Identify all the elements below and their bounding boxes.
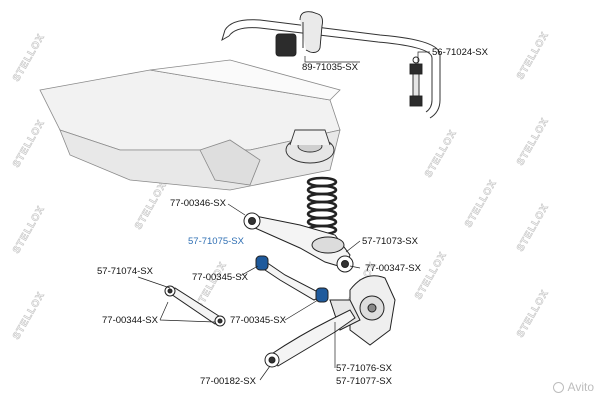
watermark-text: STELLOX [413, 250, 449, 302]
avito-logo-icon [552, 381, 564, 393]
callout-77-00347: 77-00347-SX [365, 263, 422, 274]
trailing-arm [264, 309, 356, 368]
watermark-text: STELLOX [515, 202, 551, 254]
callout-77-00346: 77-00346-SX [170, 198, 227, 209]
leader-line [304, 56, 360, 63]
watermark-text: STELLOX [515, 30, 551, 82]
leader-line [227, 203, 246, 216]
watermark-text: STELLOX [463, 178, 499, 230]
leader-lines [137, 51, 430, 381]
watermark-text: STELLOX [11, 204, 47, 256]
watermark-text: STELLOX [133, 180, 169, 232]
leader-line [159, 301, 216, 323]
stabilizer-bar [221, 19, 441, 119]
lateral-link-lower [164, 285, 226, 327]
callout-57-71073: 57-71073-SX [362, 236, 419, 247]
rear-knuckle [329, 275, 396, 346]
rear-subframe [39, 59, 341, 191]
callout-89-71035: 89-71035-SX [302, 62, 359, 73]
leader-line [349, 265, 361, 269]
watermark-text: STELLOX [515, 288, 551, 340]
callout-57-71076: 57-71076-SX [336, 363, 393, 374]
watermark-text: STELLOX [11, 290, 47, 342]
callout-57-71075: 57-71075-SX [188, 236, 245, 247]
watermark-text: STELLOX [515, 116, 551, 168]
watermark-text: STELLOX [11, 118, 47, 170]
stabilizer-link [409, 56, 423, 107]
leader-line [284, 299, 319, 321]
spring-seat [285, 129, 335, 164]
callout-57-71074: 57-71074-SX [97, 266, 154, 277]
leader-line [345, 240, 361, 253]
avito-watermark-text: Avito [567, 380, 594, 394]
lower-control-arm [243, 212, 354, 273]
watermark-text: STELLOX [423, 128, 459, 180]
callout-77-00344: 77-00344-SX [102, 315, 159, 326]
callout-77-00182: 77-00182-SX [200, 376, 257, 387]
leader-line [239, 265, 259, 277]
leader-line [417, 51, 430, 64]
part-callouts: 89-71035-SX 56-71024-SX 77-00346-SX 57-7… [97, 47, 489, 387]
callout-77-00345-lower: 77-00345-SX [230, 315, 287, 326]
coil-spring [306, 176, 338, 236]
leader-line [259, 365, 271, 381]
lateral-link-upper [255, 255, 329, 303]
leader-line [137, 276, 171, 289]
watermark-text: STELLOX [11, 32, 47, 84]
avito-watermark: Avito [552, 380, 594, 394]
callout-56-71024: 56-71024-SX [432, 47, 489, 58]
callout-77-00345-upper: 77-00345-SX [192, 272, 249, 283]
callout-57-71077: 57-71077-SX [336, 376, 393, 387]
stabilizer-bushing [275, 11, 323, 57]
